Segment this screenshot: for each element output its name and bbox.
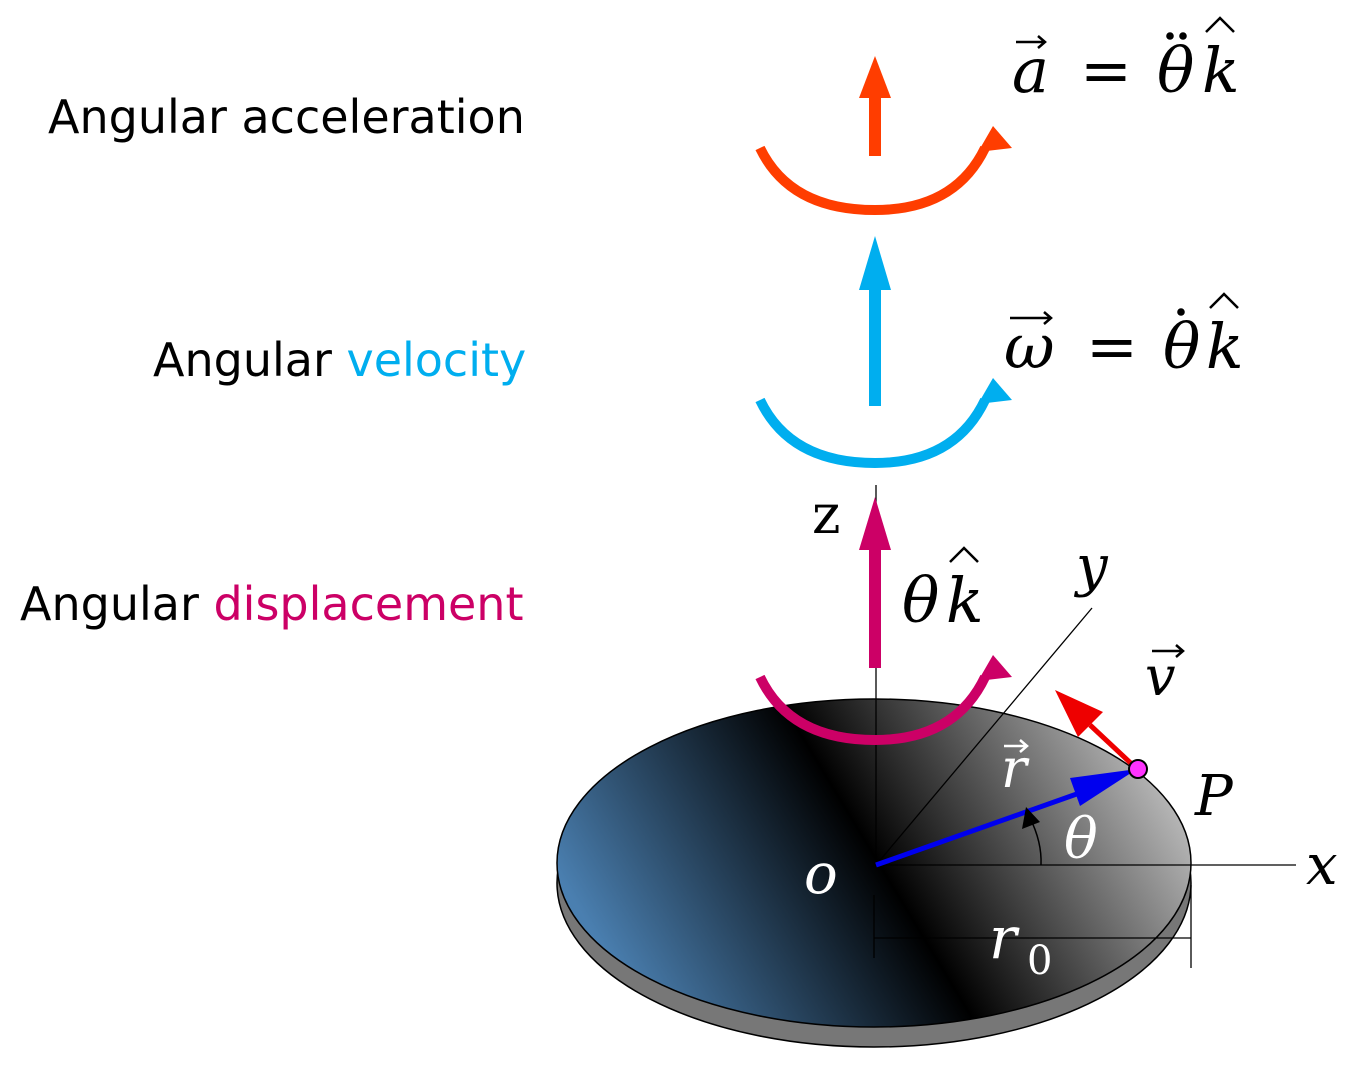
disp-unit-k: k [946, 564, 984, 637]
r-vector-arrow-icon [1004, 739, 1029, 753]
label-angular-displacement: Angular displacement [20, 577, 524, 631]
label-displacement-word: displacement [213, 577, 524, 631]
displacement-rotation-arrowhead [978, 655, 1012, 681]
disp-theta: θ [902, 564, 939, 637]
displacement-symbol [755, 497, 1012, 746]
radius-label: r [989, 904, 1020, 972]
position-vector-shaft [875, 787, 1089, 868]
displacement-equation: θ k [902, 546, 984, 637]
point-p-marker [1128, 759, 1148, 779]
label-velocity-word: velocity [346, 333, 527, 387]
label-angular-velocity: Angular velocity [153, 333, 526, 387]
double-dot-icon [1166, 32, 1174, 40]
omega-vector-arrow-icon [1010, 311, 1053, 325]
velocity-vector-shaft [1088, 723, 1139, 771]
velocity-vector [1055, 690, 1139, 771]
velocity-arrow-head [859, 236, 891, 290]
radius-subscript: 0 [1027, 938, 1052, 984]
z-axis-label: z [812, 483, 840, 546]
vel-rhs-theta: θ [1163, 310, 1200, 383]
acceleration-symbol [755, 56, 1012, 216]
x-axis-label: x [1306, 833, 1338, 898]
acceleration-equation: a = θ k [1012, 16, 1240, 107]
v-vector-arrow-icon [1152, 644, 1185, 658]
velocity-equation: ω = θ k [1004, 292, 1244, 383]
point-p-label: P [1194, 764, 1234, 829]
hat-icon [949, 546, 979, 563]
label-acceleration-word: acceleration [241, 90, 525, 144]
y-axis-label: y [1073, 534, 1109, 599]
position-vector [875, 769, 1137, 868]
vel-equals: = [1086, 310, 1138, 383]
label-word: Angular [48, 90, 227, 144]
rotating-disc [556, 698, 1192, 1048]
vel-unit-k: k [1206, 310, 1244, 383]
velocity-rotation-arrowhead [978, 378, 1012, 404]
acceleration-rotation-arrowhead [978, 126, 1012, 152]
double-dot-icon [1179, 32, 1187, 40]
single-dot-icon [1177, 308, 1185, 316]
y-axis-line [875, 607, 1093, 866]
displacement-rotation-arc [755, 674, 990, 746]
hat-icon [1205, 16, 1235, 33]
disc-top [556, 698, 1192, 1028]
accel-equals: = [1080, 34, 1132, 107]
velocity-vector-label: v [1145, 645, 1176, 708]
hat-icon [1209, 292, 1239, 309]
accel-vector-arrow-icon [1016, 35, 1047, 49]
label-word: Angular [20, 577, 199, 631]
accel-rhs-theta: θ [1157, 34, 1194, 107]
label-angular-acceleration: Angular acceleration [48, 90, 525, 144]
velocity-symbol [755, 236, 1012, 469]
acceleration-rotation-arc [755, 145, 990, 216]
label-word: Angular [153, 333, 332, 387]
velocity-vector-head [1055, 690, 1103, 737]
displacement-arrow-head [859, 497, 891, 550]
accel-lhs-symbol: a [1012, 34, 1049, 107]
theta-angle-label: θ [1064, 807, 1098, 872]
position-vector-head [1070, 769, 1137, 806]
origin-label: o [804, 842, 838, 907]
acceleration-arrow-head [859, 56, 891, 98]
velocity-rotation-arc [755, 397, 990, 469]
theta-angle-arrowhead [1022, 807, 1040, 829]
accel-unit-k: k [1202, 34, 1240, 107]
